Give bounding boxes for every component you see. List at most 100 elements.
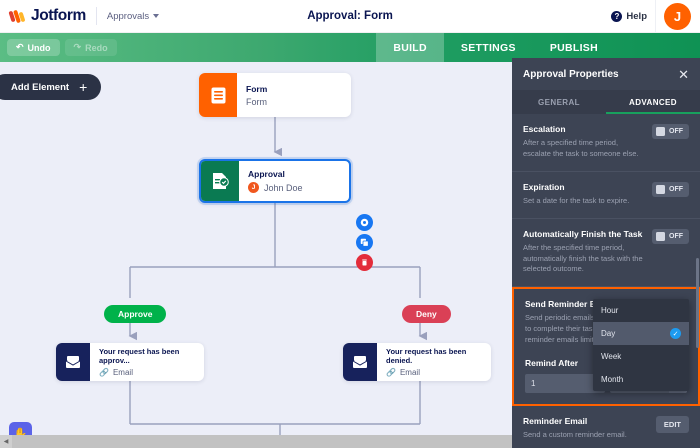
section-auto-finish: Automatically Finish the Task After the … (512, 219, 700, 288)
divider (95, 7, 97, 25)
toggle-knob (656, 127, 665, 136)
panel-scrollbar[interactable] (696, 258, 699, 348)
undo-arrow-icon: ↶ (16, 42, 24, 52)
flow-connectors (128, 117, 427, 448)
section-escalation-head: Escalation After a specified time period… (523, 124, 689, 160)
top-bar-right: ? Help J (611, 0, 700, 33)
flow-node-approval-assignee: J John Doe (248, 182, 340, 193)
add-element-button[interactable]: Add Element + (0, 74, 102, 100)
approve-email-type: 🔗 Email (99, 368, 195, 377)
redo-label: Redo (85, 42, 108, 53)
approvals-menu-label: Approvals (106, 10, 150, 22)
tab-general[interactable]: GENERAL (538, 97, 580, 107)
nav-bar: ↶ Undo ↷ Redo BUILD SETTINGS PUBLISH (0, 33, 700, 62)
close-icon[interactable]: ✕ (678, 66, 689, 82)
flow-node-approve-email[interactable]: Your request has been approv... 🔗 Email (56, 343, 204, 381)
dropdown-option-day-label: Day (601, 329, 616, 339)
link-icon: 🔗 (99, 368, 109, 377)
redo-arrow-icon: ↷ (73, 42, 82, 52)
dropdown-option-week[interactable]: Week (593, 345, 689, 368)
flow-node-approval[interactable]: Approval J John Doe (199, 159, 351, 203)
reminder-email-edit-button[interactable]: EDIT (655, 415, 689, 433)
expiration-toggle[interactable]: OFF (652, 181, 689, 197)
duplicate-icon[interactable] (356, 234, 373, 251)
page-title: Approval: Form (307, 10, 393, 22)
dropdown-option-month-label: Month (601, 375, 624, 385)
envelope-icon (56, 343, 90, 381)
auto-finish-toggle[interactable]: OFF (652, 228, 689, 244)
flow-node-form[interactable]: Form Form (199, 73, 351, 117)
section-reminder-email-head: Reminder Email Send a custom reminder em… (523, 415, 689, 441)
divider (655, 0, 656, 33)
node-action-buttons (356, 214, 373, 271)
tab-settings[interactable]: SETTINGS (460, 41, 516, 54)
form-document-icon (199, 73, 237, 117)
horizontal-scrollbar[interactable]: ◀ (0, 435, 512, 448)
approval-properties-panel: Approval Properties ✕ GENERAL ADVANCED E… (512, 58, 700, 448)
envelope-icon (343, 343, 377, 381)
tab-build[interactable]: BUILD (376, 33, 444, 62)
approve-email-message: Your request has been approv... (99, 347, 180, 365)
section-expiration-title: Expiration (523, 181, 565, 192)
nav-tabs: BUILD SETTINGS PUBLISH (376, 33, 700, 62)
section-expiration-desc: Set a date for the task to expire. (523, 195, 630, 205)
chevron-down-icon (153, 14, 160, 18)
reminder-title: Send Reminder Emails (525, 299, 618, 310)
approval-checklist-icon (201, 161, 239, 201)
expiration-toggle-label: OFF (669, 185, 683, 193)
dropdown-option-month[interactable]: Month (593, 368, 689, 391)
jotform-logo[interactable]: Jotform (8, 7, 86, 25)
section-expiration-head: Expiration Set a date for the task to ex… (523, 181, 689, 207)
section-auto-finish-desc: After the specified time period, automat… (523, 242, 643, 274)
brand-name: Jotform (31, 7, 86, 24)
branch-badge-approve[interactable]: Approve (104, 305, 167, 323)
top-bar: Jotform Approvals Approval: Form ? Help … (0, 0, 700, 33)
settings-icon[interactable] (356, 214, 373, 231)
assignee-name: John Doe (264, 182, 303, 193)
toggle-knob (656, 184, 665, 194)
remind-unit-dropdown[interactable]: Hour Day ✓ Week Month (593, 299, 689, 392)
section-reminder-email: Reminder Email Send a custom reminder em… (512, 406, 700, 448)
flow-node-approve-email-body: Your request has been approv... 🔗 Email (90, 343, 204, 381)
help-label: Help (626, 10, 647, 22)
flow-node-deny-email[interactable]: Your request has been denied. 🔗 Email (343, 343, 491, 381)
help-button[interactable]: ? Help (611, 10, 647, 22)
avatar[interactable]: J (664, 2, 691, 30)
scroll-left-icon[interactable]: ◀ (0, 435, 12, 448)
flow-node-form-subtitle: Form (246, 96, 267, 107)
dropdown-option-hour-label: Hour (601, 306, 619, 316)
tab-advanced[interactable]: ADVANCED (606, 90, 700, 114)
flow-node-form-title: Form (246, 83, 268, 94)
toggle-knob (656, 231, 665, 241)
dropdown-option-hour[interactable]: Hour (593, 299, 689, 322)
auto-finish-toggle-label: OFF (669, 232, 683, 240)
reminder-email-desc: Send a custom reminder email. (523, 429, 627, 439)
flow-canvas[interactable]: Add Element + Form Form Approval J John … (0, 62, 512, 448)
add-element-label: Add Element (11, 81, 70, 93)
section-escalation-desc: After a specified time period, escalate … (523, 138, 639, 158)
plus-icon: + (79, 79, 88, 95)
flow-node-form-body: Form Form (237, 73, 351, 117)
check-icon: ✓ (670, 328, 681, 340)
section-send-reminder-emails: Send Reminder Emails Send periodic email… (512, 287, 700, 406)
delete-icon[interactable] (356, 254, 373, 271)
reminder-desc: Send periodic emails to recipients to co… (525, 313, 644, 344)
remind-after-input[interactable] (525, 373, 605, 393)
panel-tabs: GENERAL ADVANCED (512, 90, 700, 114)
dropdown-option-day[interactable]: Day ✓ (593, 322, 689, 346)
remind-after-label: Remind After (525, 357, 579, 368)
redo-button[interactable]: ↷ Redo (64, 39, 117, 56)
escalation-toggle[interactable]: OFF (652, 124, 689, 139)
tab-publish[interactable]: PUBLISH (549, 41, 598, 54)
undo-button[interactable]: ↶ Undo (7, 39, 60, 56)
deny-email-message: Your request has been denied. (386, 347, 467, 365)
section-escalation-title: Escalation (523, 124, 566, 134)
escalation-toggle-label: OFF (669, 128, 683, 135)
branch-badge-deny[interactable]: Deny (402, 305, 451, 323)
panel-title: Approval Properties (523, 68, 619, 80)
undo-redo-group: ↶ Undo ↷ Redo (7, 39, 117, 56)
approvals-menu[interactable]: Approvals (106, 10, 160, 22)
approve-email-type-label: Email (112, 368, 133, 377)
deny-email-type: 🔗 Email (386, 368, 482, 377)
